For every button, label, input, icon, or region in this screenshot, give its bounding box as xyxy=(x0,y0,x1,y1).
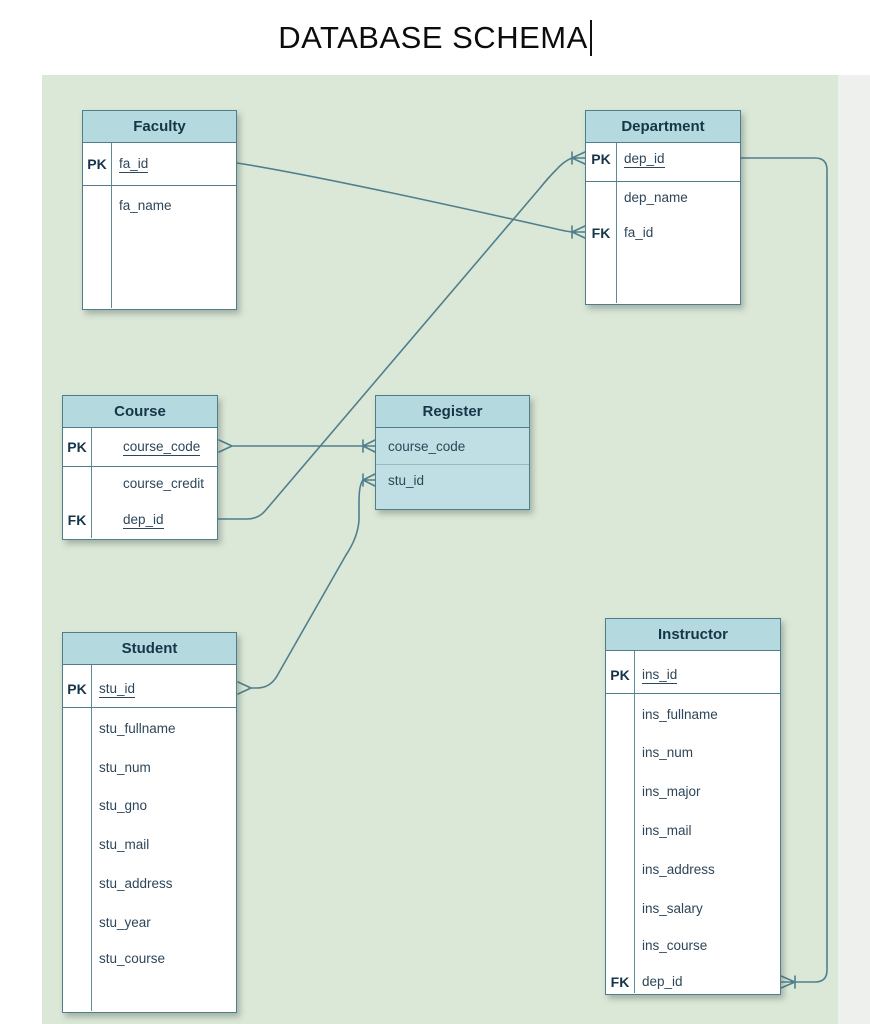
field-student-stu_mail: stu_mail xyxy=(99,837,150,852)
pk-row-separator xyxy=(63,466,217,468)
pk-row-separator xyxy=(606,693,780,695)
side-strip xyxy=(838,75,870,1024)
field-course-course_credit: course_credit xyxy=(123,476,205,491)
pk-row-separator xyxy=(83,185,236,187)
entity-title-instructor: Instructor xyxy=(606,619,780,651)
pk-label: PK xyxy=(591,151,611,167)
field-student-stu_course: stu_course xyxy=(99,951,166,966)
entity-title-register: Register xyxy=(376,396,529,428)
fk-label: FK xyxy=(591,225,611,241)
field-student-stu_num: stu_num xyxy=(99,760,151,775)
entity-title-course: Course xyxy=(63,396,217,428)
text-cursor xyxy=(589,19,592,56)
field-department-dep_id: dep_id xyxy=(624,151,665,168)
field-department-dep_name: dep_name xyxy=(624,190,688,205)
field-instructor-ins_course: ins_course xyxy=(642,938,708,953)
field-student-stu_year: stu_year xyxy=(99,915,151,930)
field-instructor-ins_id: ins_id xyxy=(642,667,678,684)
field-student-stu_address: stu_address xyxy=(99,876,173,891)
key-column-divider xyxy=(634,651,636,993)
page-title[interactable]: DATABASE SCHEMA xyxy=(278,19,588,55)
entity-register[interactable]: Register course_code stu_id xyxy=(375,395,530,510)
key-column-divider xyxy=(111,143,113,308)
field-instructor-ins_major: ins_major xyxy=(642,784,701,799)
entity-title-student: Student xyxy=(63,633,236,665)
field-student-stu_id: stu_id xyxy=(99,681,136,698)
pk-label: PK xyxy=(610,667,630,683)
field-instructor-ins_fullname: ins_fullname xyxy=(642,707,718,722)
field-register-course_code: course_code xyxy=(388,439,466,454)
field-department-fa_id: fa_id xyxy=(624,225,654,240)
pk-label: PK xyxy=(67,681,87,697)
key-column-divider xyxy=(91,665,93,1011)
fk-label: FK xyxy=(610,974,630,990)
pk-row-separator xyxy=(63,707,236,709)
field-register-stu_id: stu_id xyxy=(388,473,425,488)
fk-label: FK xyxy=(67,512,87,528)
pk-label: PK xyxy=(67,439,87,455)
field-instructor-ins_address: ins_address xyxy=(642,862,715,877)
field-instructor-dep_id: dep_id xyxy=(642,974,683,989)
key-column-divider xyxy=(91,428,93,538)
row-separator xyxy=(376,464,529,466)
field-instructor-ins_num: ins_num xyxy=(642,745,694,760)
entity-title-faculty: Faculty xyxy=(83,111,236,143)
field-course-dep_id: dep_id xyxy=(123,512,164,529)
pk-row-separator xyxy=(586,181,740,183)
field-instructor-ins_salary: ins_salary xyxy=(642,901,703,916)
field-faculty-fa_id: fa_id xyxy=(119,156,149,173)
field-faculty-fa_name: fa_name xyxy=(119,198,172,213)
field-instructor-ins_mail: ins_mail xyxy=(642,823,692,838)
title-bar: DATABASE SCHEMA xyxy=(0,0,870,75)
field-student-stu_gno: stu_gno xyxy=(99,798,148,813)
field-student-stu_fullname: stu_fullname xyxy=(99,721,176,736)
entity-title-department: Department xyxy=(586,111,740,143)
pk-label: PK xyxy=(87,156,107,172)
field-course-course_code: course_code xyxy=(123,439,201,456)
key-column-divider xyxy=(616,143,618,303)
